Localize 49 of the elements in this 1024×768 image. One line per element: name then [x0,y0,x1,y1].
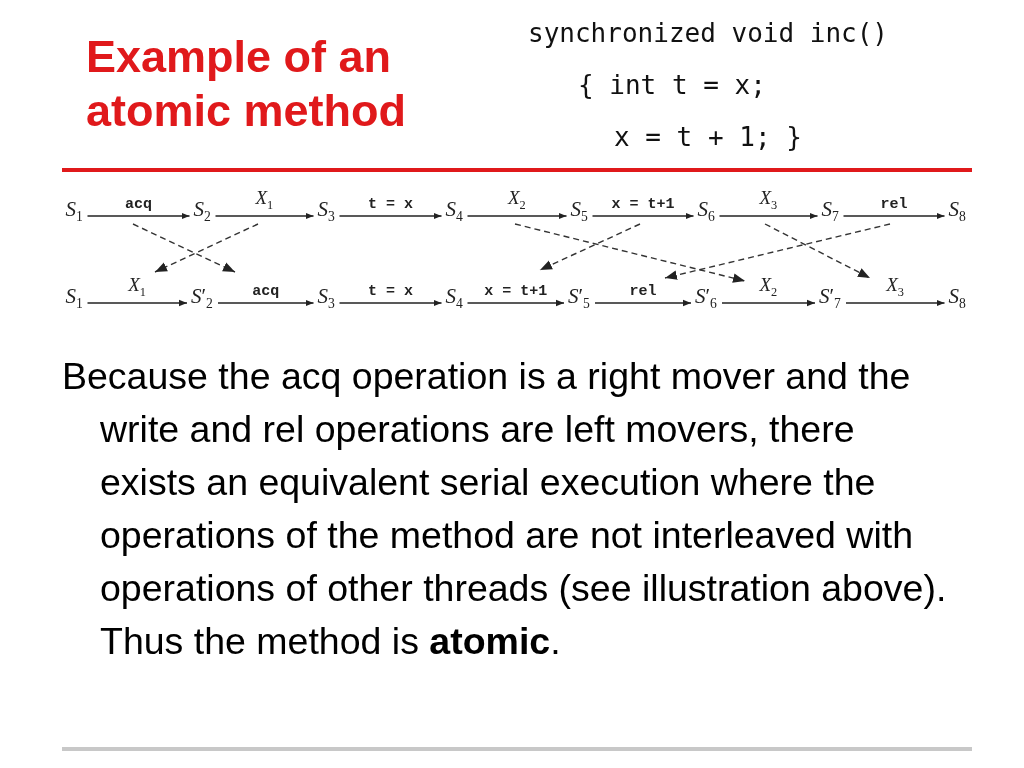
transition-arrow [217,299,315,307]
edge-label: X$_{1}$ [128,277,147,300]
state-label: S$_{4}$ [444,198,464,229]
state-label: S$_{6}$ [696,198,716,229]
state-label: S′$_{5}$ [567,285,591,316]
edge-label: acq [125,197,152,213]
state-label: S$_{2}$ [192,198,212,229]
transition-arrow [466,212,568,220]
code-line: x = t + 1; } [614,122,802,152]
transition-arrow [338,299,443,307]
edge-label: X$_{3}$ [886,277,905,300]
edge-label: x = t+1 [611,197,675,213]
transition-arrow [718,212,819,220]
transition-arrow [214,212,315,220]
edge-label: x = t+1 [484,284,548,300]
edge-label: t = x [368,197,413,213]
edge-label: rel [629,284,657,300]
state-label: S′$_{7}$ [818,285,842,316]
code-line: synchronized void inc() [528,18,889,48]
state-label: S$_{3}$ [316,285,336,316]
state-label: S$_{1}$ [64,285,84,316]
transition-arrow [466,299,565,307]
edge-label: X$_{2}$ [508,190,526,213]
transition-arrow [594,299,692,307]
state-label: S$_{3}$ [316,198,336,229]
state-label: S′$_{6}$ [694,285,718,316]
state-label: S$_{8}$ [947,198,967,229]
transition-arrow [845,299,946,307]
state-label: S$_{4}$ [444,285,464,316]
state-label: S$_{7}$ [820,198,840,229]
edge-label: rel [880,197,908,213]
code-line: { int t = x; [578,70,766,100]
edge-label: t = x [368,284,413,300]
slide-title: Example of an atomic method [86,30,408,138]
state-label: S$_{5}$ [569,198,589,229]
edge-label: X$_{3}$ [759,190,778,213]
body-paragraph: Because the acq operation is a right mover and the write and rel operations are left movers, there exists an equivalent serial execution where the operations of the method are not interleaved with operations of other threads (see illustration above). Thus the method is atomic. [62,354,948,664]
transition-arrow [591,212,695,220]
edge-label: X$_{1}$ [255,190,274,213]
transition-arrow [338,212,443,220]
transition-arrow [721,299,816,307]
edge-label: acq [252,284,280,300]
transition-arrow [86,299,188,307]
edge-label: X$_{2}$ [759,277,778,300]
transition-arrow [842,212,946,220]
state-label: S$_{1}$ [64,198,84,229]
state-label: S′$_{2}$ [190,285,214,316]
transition-arrow [86,212,191,220]
state-label: S$_{8}$ [947,285,967,316]
